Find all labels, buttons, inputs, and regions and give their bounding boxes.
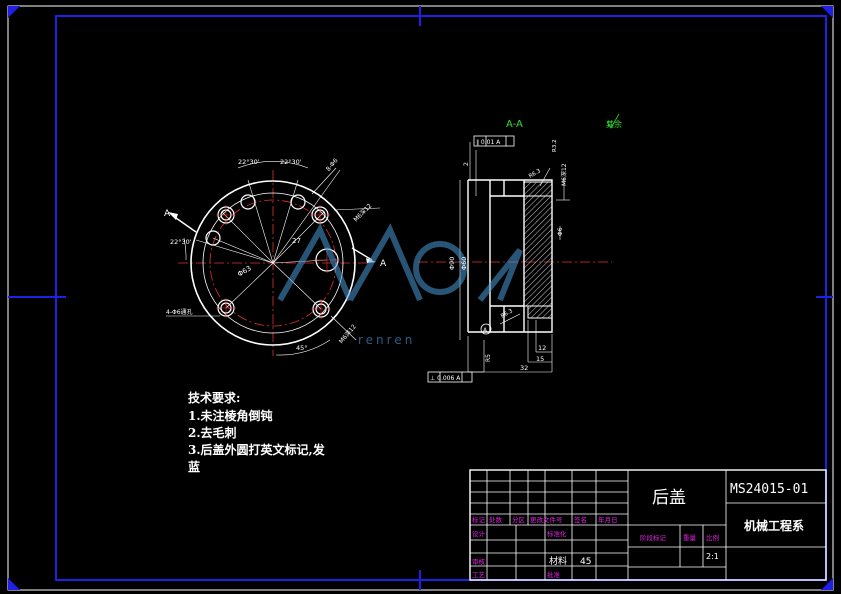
roughness-mark-3: R3.2 xyxy=(552,139,558,152)
section-view xyxy=(418,113,620,383)
dim-overall-length: 32 xyxy=(520,364,528,372)
angle-top-right: 22°30' xyxy=(280,158,302,166)
watermark xyxy=(277,223,523,302)
dim-length-12: 12 xyxy=(538,344,546,352)
hole-callout-top: 8-Φ6 xyxy=(325,157,340,173)
pcd-label: Φ63 xyxy=(236,264,252,278)
row-label-count: 处数 xyxy=(489,515,503,524)
title-block-grid xyxy=(469,469,827,581)
outer-circle xyxy=(190,180,356,346)
angle-bottom: 45° xyxy=(296,344,308,352)
dim-chamfer: R5 xyxy=(485,354,492,362)
row-label-mark: 标记 xyxy=(472,515,486,524)
front-view xyxy=(166,161,381,356)
angle-left: 22°30' xyxy=(170,238,192,246)
parallel-tolerance: ∥ 0.01 A xyxy=(476,139,501,146)
drawing-number: MS24015-01 xyxy=(730,482,808,497)
tech-item-3: 3.后盖外圆打英文标记,发 xyxy=(188,442,326,457)
tech-heading: 技术要求: xyxy=(188,390,240,405)
thread-label: M6深12 xyxy=(560,163,568,186)
scale-value: 2:1 xyxy=(706,552,719,561)
watermark-text: renren xyxy=(358,333,415,347)
row-label-zone: 分区 xyxy=(512,515,526,524)
dim-dia-bore: Φ60 xyxy=(460,257,468,270)
inner-frame xyxy=(55,15,827,581)
scale-label: 比例 xyxy=(706,533,719,542)
dim-small-top: 2 xyxy=(463,162,470,166)
material-label: 材料 xyxy=(549,555,567,567)
mass-label: 重量 xyxy=(683,534,697,542)
datum-label: A xyxy=(483,327,488,334)
std-label: 标准化 xyxy=(547,529,567,538)
corner-marks xyxy=(8,6,833,590)
row-label-change-doc: 更改文件号 xyxy=(530,515,563,524)
review-label: 审核 xyxy=(472,557,486,566)
part-name: 后盖 xyxy=(652,488,686,508)
radius-label: 27 xyxy=(292,237,301,245)
roughness-mark-2: R6.3 xyxy=(500,308,514,320)
hole-callout-left: 4-Φ6通孔 xyxy=(166,308,193,316)
section-label: A-A xyxy=(506,119,523,130)
row-label-date: 年月日 xyxy=(598,515,618,524)
designer-label: 设计 xyxy=(472,529,486,538)
roughness-mark-1: R6.3 xyxy=(528,168,542,180)
stage-label: 阶段标记 xyxy=(640,533,667,542)
dim-right: Φ6 xyxy=(557,227,564,236)
dim-length-15: 15 xyxy=(536,355,544,363)
roughness-label: 其余 xyxy=(606,119,622,129)
chamfer-circle xyxy=(202,192,344,334)
centering-marks xyxy=(8,6,833,590)
cut-marker-right: A xyxy=(380,259,387,269)
process-label: 工艺 xyxy=(472,571,486,579)
tech-item-2: 2.去毛刺 xyxy=(188,425,237,440)
hole-callout-bottom: M6深12 xyxy=(337,322,358,345)
angle-top-left: 22°30' xyxy=(238,158,260,166)
tech-item-4: 蓝 xyxy=(188,459,200,474)
material-value: 45 xyxy=(580,557,591,567)
dim-dia-left: Φ90 xyxy=(448,257,456,270)
perpendicular-tolerance: ⊥ 0.006 A xyxy=(430,375,461,382)
company-name: 机械工程系 xyxy=(744,518,804,533)
row-label-signature: 签名 xyxy=(574,515,587,524)
cut-marker-left: A xyxy=(164,209,171,219)
hole-callout-right: M6深12 xyxy=(352,202,374,224)
tech-item-1: 1.未注棱角倒钝 xyxy=(188,408,273,423)
approve-label: 批准 xyxy=(547,570,561,579)
